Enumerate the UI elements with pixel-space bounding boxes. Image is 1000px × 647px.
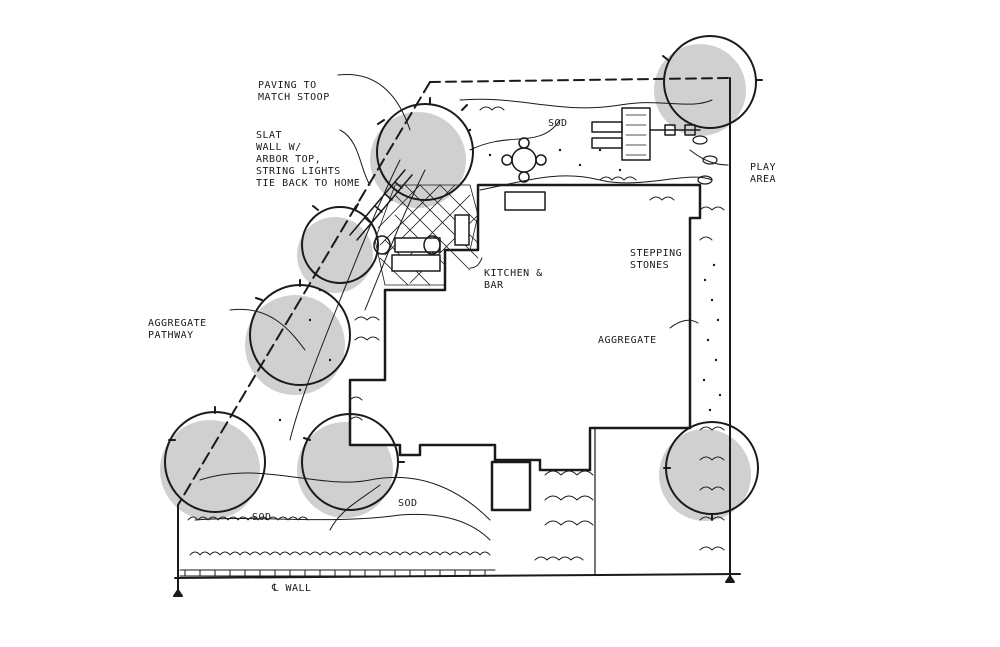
label-aggregate-pathway: Aggregate Pathway xyxy=(148,318,207,341)
label-wall: ℄ Wall xyxy=(272,583,312,594)
label-sod-mid: Sod xyxy=(398,498,418,509)
kitchen-furniture xyxy=(373,214,470,272)
label-aggregate: Aggregate xyxy=(598,335,657,346)
label-play-area: Play Area xyxy=(750,162,777,185)
house-footprint xyxy=(348,183,702,575)
shrub-texture xyxy=(187,106,725,561)
stepping-stones xyxy=(692,135,718,185)
label-slat-wall: Slat Wall w/ Arbor top, String Lights Ti… xyxy=(256,130,361,189)
play-structure xyxy=(591,107,701,161)
property-boundary xyxy=(173,77,741,597)
label-stepping-stones: Stepping Stones xyxy=(630,248,683,271)
label-sod-left: Sod xyxy=(252,512,272,523)
label-paving-to-match-stoop: Paving to Match Stoop xyxy=(258,80,330,103)
label-kitchen-bar: Kitchen & Bar xyxy=(484,268,543,291)
label-sod-top: Sod xyxy=(548,118,568,129)
bistro-table xyxy=(501,137,547,183)
perimeter-wall xyxy=(179,569,496,577)
trees xyxy=(164,35,763,521)
slat-wall xyxy=(349,169,413,241)
entry-steps xyxy=(504,191,546,211)
leader-lines xyxy=(229,73,729,351)
